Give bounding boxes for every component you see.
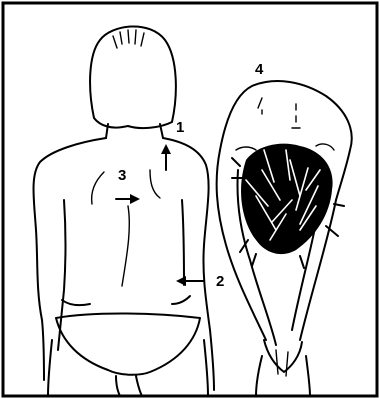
- label-2: 2: [216, 273, 224, 290]
- label-4: 4: [255, 61, 264, 78]
- label-1: 1: [176, 119, 184, 136]
- label-3: 3: [118, 167, 126, 184]
